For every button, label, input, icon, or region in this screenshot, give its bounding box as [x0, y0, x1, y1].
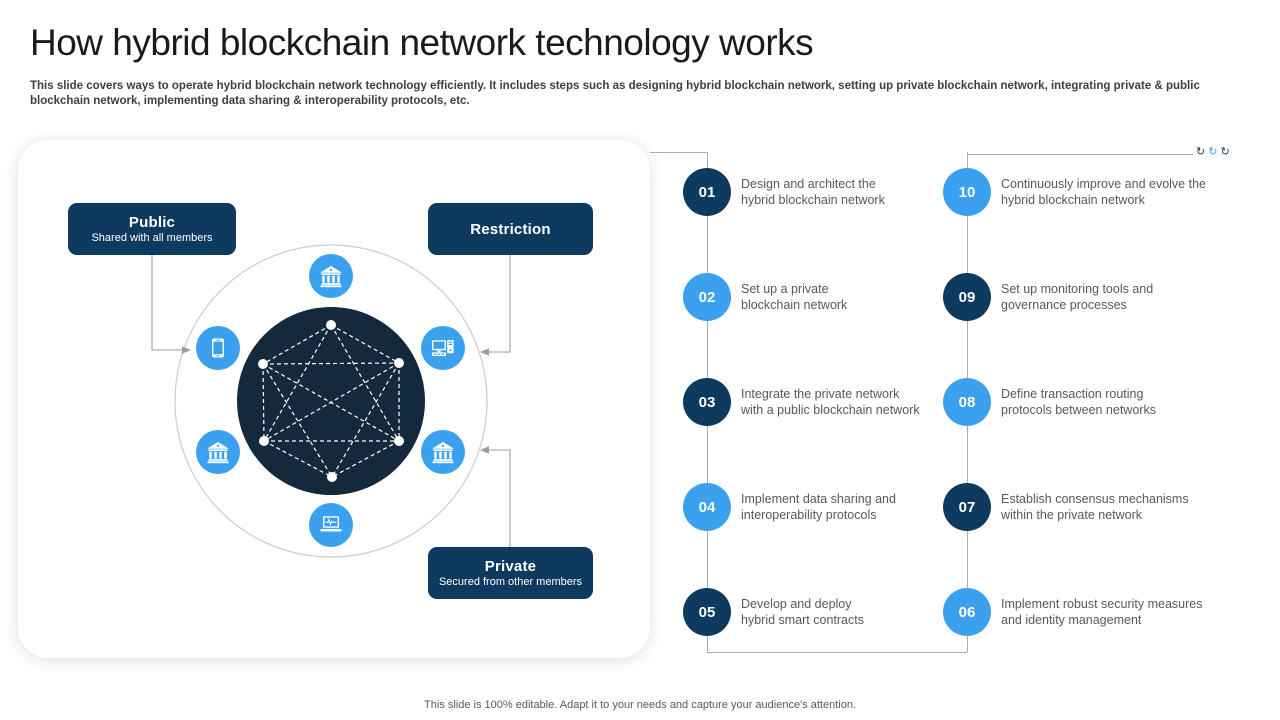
slide-description: This slide covers ways to operate hybrid… [30, 80, 1200, 108]
step-01: 01 Design and architect the hybrid block… [683, 168, 973, 216]
step-number-badge: 03 [683, 378, 731, 426]
step-04: 04 Implement data sharing and interopera… [683, 483, 973, 531]
step-text: Set up a private blockchain network [741, 281, 848, 312]
step-number-badge: 09 [943, 273, 991, 321]
laptop-pulse-icon [319, 515, 343, 532]
private-label-subtitle: Secured from other members [438, 576, 583, 588]
step-number: 10 [958, 183, 976, 201]
network-mesh [262, 324, 400, 478]
step-number: 04 [698, 498, 716, 516]
network-nodes [258, 320, 404, 482]
network-node [326, 320, 336, 330]
private-arrow [480, 446, 511, 548]
step-number: 08 [958, 393, 976, 411]
network-node [394, 436, 404, 446]
step-02: 02 Set up a private blockchain network [683, 273, 973, 321]
step-text: Integrate the private network with a pub… [741, 386, 920, 417]
public-label-title: Public [128, 214, 176, 231]
connector-card-to-col1 [650, 152, 707, 153]
connector-col2-to-icons [967, 154, 1193, 155]
step-number-badge: 01 [683, 168, 731, 216]
private-label-box: Private Secured from other members [428, 547, 593, 599]
network-diagram [151, 244, 511, 558]
restriction-label-box: Restriction [428, 203, 593, 255]
blockchain-diagram-card: Public Shared with all members Restricti… [18, 140, 650, 658]
private-label-title: Private [484, 558, 537, 575]
step-number: 06 [958, 603, 976, 621]
step-number-badge: 08 [943, 378, 991, 426]
step-08: 08 Define transaction routing protocols … [943, 378, 1233, 426]
step-number: 07 [958, 498, 976, 516]
step-number-badge: 05 [683, 588, 731, 636]
step-number: 01 [698, 183, 716, 201]
step-number-badge: 10 [943, 168, 991, 216]
step-text: Define transaction routing protocols bet… [1001, 386, 1156, 417]
step-03: 03 Integrate the private network with a … [683, 378, 973, 426]
step-text: Establish consensus mechanisms within th… [1001, 491, 1189, 522]
step-05: 05 Develop and deploy hybrid smart contr… [683, 588, 973, 636]
step-number: 02 [698, 288, 716, 306]
step-text: Implement robust security measures and i… [1001, 596, 1203, 627]
network-node [258, 359, 268, 369]
step-number-badge: 06 [943, 588, 991, 636]
network-node [327, 472, 337, 482]
step-text: Develop and deploy hybrid smart contract… [741, 596, 864, 627]
smartphone-icon [212, 338, 224, 358]
step-number: 05 [698, 603, 716, 621]
rotate-icon: ↻ [1196, 146, 1206, 158]
network-node [259, 436, 269, 446]
rotate-icon: ↻ [1208, 146, 1218, 158]
step-text: Continuously improve and evolve the hybr… [1001, 176, 1206, 207]
step-07: 07 Establish consensus mechanisms within… [943, 483, 1233, 531]
rotate-icon: ↻ [1220, 146, 1230, 158]
public-label-subtitle: Shared with all members [91, 232, 213, 244]
step-10: 10 Continuously improve and evolve the h… [943, 168, 1233, 216]
network-node [394, 358, 404, 368]
step-text: Set up monitoring tools and governance p… [1001, 281, 1154, 312]
step-text: Implement data sharing and interoperabil… [741, 491, 896, 522]
public-arrow [151, 253, 191, 354]
step-number: 09 [958, 288, 976, 306]
step-number: 03 [698, 393, 716, 411]
restriction-label-title: Restriction [470, 220, 551, 238]
step-09: 09 Set up monitoring tools and governanc… [943, 273, 1233, 321]
step-number-badge: 02 [683, 273, 731, 321]
rotate-icons-group: ↻ ↻ ↻ [1196, 147, 1230, 158]
connector-bottom-line [707, 652, 967, 653]
step-number-badge: 07 [943, 483, 991, 531]
step-number-badge: 04 [683, 483, 731, 531]
slide-footer-note: This slide is 100% editable. Adapt it to… [424, 699, 856, 711]
step-text: Design and architect the hybrid blockcha… [741, 176, 885, 207]
step-06: 06 Implement robust security measures an… [943, 588, 1233, 636]
public-label-box: Public Shared with all members [68, 203, 236, 255]
restriction-arrow [480, 253, 511, 356]
private-network-circle [237, 307, 425, 495]
slide-title: How hybrid blockchain network technology… [30, 22, 814, 63]
member-nodes [196, 254, 465, 547]
